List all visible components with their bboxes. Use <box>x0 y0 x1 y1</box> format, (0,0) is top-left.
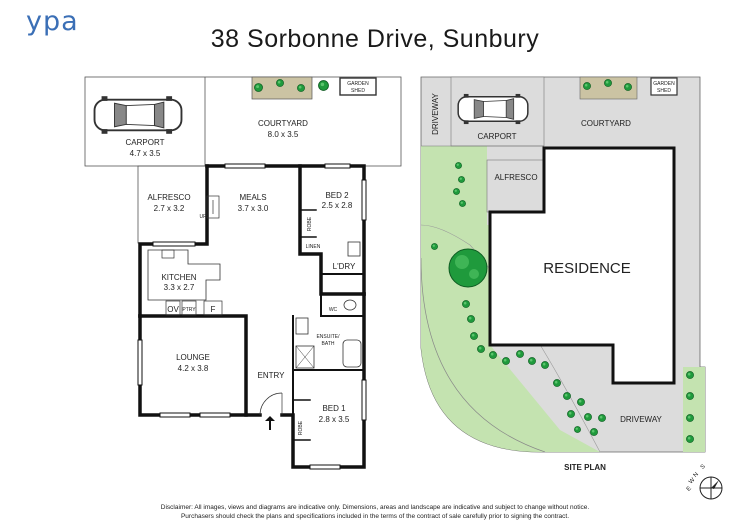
garden-bed <box>251 76 313 100</box>
site-plan: DRIVEWAY CARPORT COURTYARD GARDEN SHED A… <box>420 76 723 500</box>
disclaimer-line-1: Disclaimer: All images, views and diagra… <box>160 504 590 511</box>
entry-label: ENTRY <box>258 371 286 380</box>
compass-n: N <box>693 472 700 479</box>
bed1-robe-label: ROBE <box>298 420 304 435</box>
ensuite-label-2: BATH <box>322 341 335 347</box>
fridge-label: F <box>211 305 216 314</box>
kitchen-size: 3.3 x 2.7 <box>164 283 195 292</box>
site-shed-label-1: GARDEN <box>653 81 675 87</box>
residence-outline <box>488 146 676 385</box>
lounge-size: 4.2 x 3.8 <box>178 364 209 373</box>
compass-s: S <box>700 464 707 471</box>
bed1-size: 2.8 x 3.5 <box>319 415 350 424</box>
compass-icon: N E S W <box>686 464 723 500</box>
entry-arrow-icon <box>265 416 275 430</box>
bed2-size: 2.5 x 2.8 <box>322 201 353 210</box>
car-icon <box>93 95 183 135</box>
linen-label: LINEN <box>306 244 321 250</box>
bed2-label: BED 2 <box>325 191 349 200</box>
carport-size: 4.7 x 3.5 <box>130 149 161 158</box>
compass-w: W <box>688 477 696 485</box>
residence-label: RESIDENCE <box>543 260 631 277</box>
alfresco-label: ALFRESCO <box>147 193 190 202</box>
alfresco-size: 2.7 x 3.2 <box>154 204 185 213</box>
site-driveway-bottom-label: DRIVEWAY <box>620 415 662 424</box>
kitchen-label: KITCHEN <box>161 273 196 282</box>
courtyard-size: 8.0 x 3.5 <box>268 130 299 139</box>
compass-e: E <box>686 486 693 493</box>
bed1-label: BED 1 <box>322 404 346 413</box>
laundry-label: L'DRY <box>333 262 356 271</box>
courtyard-label: COURTYARD <box>258 119 308 128</box>
shed-label-1: GARDEN <box>347 81 369 87</box>
ensuite-label-1: ENSUITE/ <box>316 334 340 340</box>
shed-label-2: SHED <box>351 88 365 94</box>
up-label: UP <box>200 214 208 220</box>
site-carport-label: CARPORT <box>478 132 517 141</box>
disclaimer: Disclaimer: All images, views and diagra… <box>0 503 750 521</box>
windows <box>137 163 367 470</box>
page-title: 38 Sorbonne Drive, Sunbury <box>210 25 540 53</box>
pantry-label: PTRY <box>182 307 196 313</box>
meals-size: 3.7 x 3.0 <box>238 204 269 213</box>
wc-label: WC <box>329 307 338 313</box>
ypa-logo: ypa <box>26 6 79 37</box>
site-courtyard-label: COURTYARD <box>581 119 631 128</box>
bed2-robe-label: ROBE <box>307 216 313 231</box>
site-shed-label-2: SHED <box>657 88 671 94</box>
meals-label: MEALS <box>239 193 266 202</box>
site-plan-caption: SITE PLAN <box>564 463 606 472</box>
floor-plan: CARPORT 4.7 x 3.5 COURTYARD 8.0 x 3.5 GA… <box>84 76 402 470</box>
disclaimer-line-2: Purchasers should check the plans and sp… <box>180 513 570 520</box>
carport-label: CARPORT <box>126 138 165 147</box>
lawn-area <box>421 146 600 452</box>
site-driveway-top-label: DRIVEWAY <box>431 92 440 134</box>
lounge-label: LOUNGE <box>176 353 210 362</box>
oven-label: OV <box>167 305 179 314</box>
site-alfresco-label: ALFRESCO <box>494 173 537 182</box>
